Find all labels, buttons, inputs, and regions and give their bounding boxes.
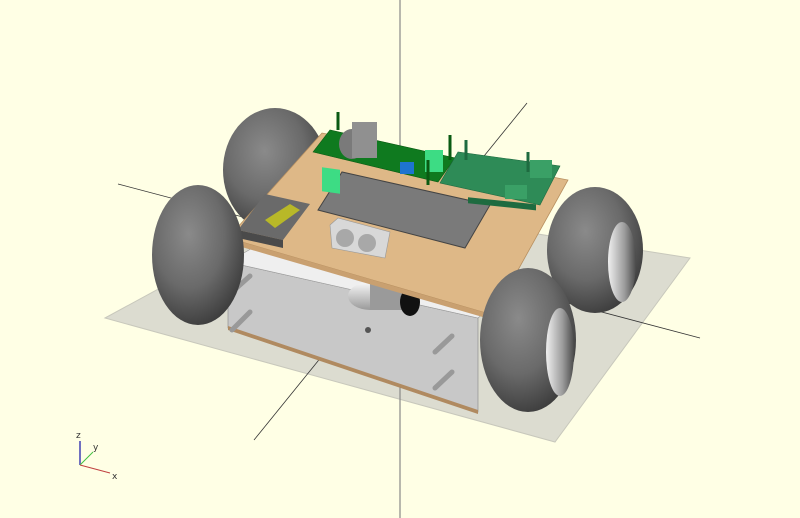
axis-y-label: y <box>93 443 99 453</box>
axis-x-label: x <box>112 472 118 482</box>
tire-front-left <box>152 185 244 325</box>
pcb-motor-driver <box>312 112 456 194</box>
tire-rear-right <box>547 187 643 313</box>
ultrasonic-sensor <box>329 217 391 259</box>
pcb-raspberry-pi <box>439 140 561 211</box>
battery-box <box>238 194 310 248</box>
tire-front-right <box>480 268 576 412</box>
axes-indicator: z y x <box>76 431 118 482</box>
dip-switch <box>400 162 414 174</box>
axis-z-label: z <box>76 431 81 441</box>
